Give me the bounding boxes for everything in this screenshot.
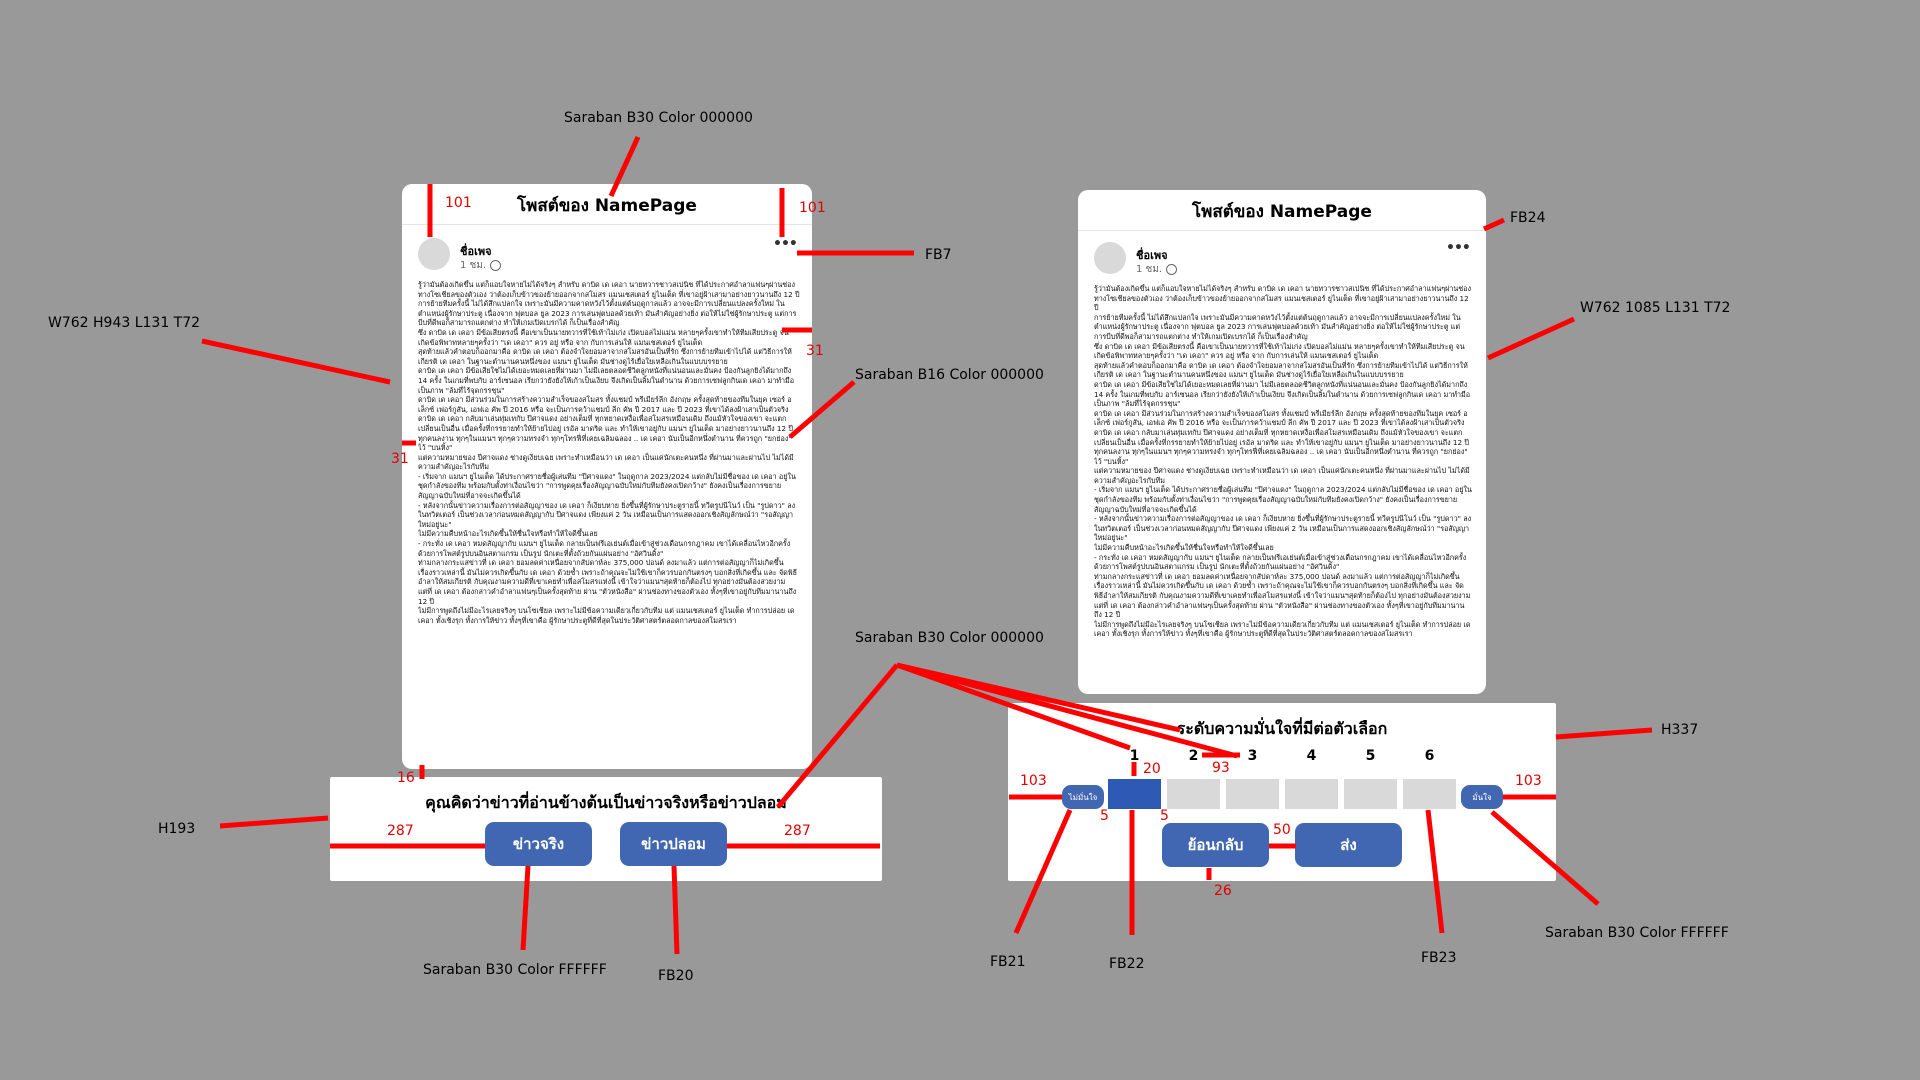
measure-31-right: 31 [806, 343, 824, 359]
annotation-font-body: Saraban B16 Color 000000 [855, 367, 1044, 383]
scale-number-2: 2 [1188, 748, 1199, 764]
post-time: 1 ชม. [460, 258, 502, 273]
annotation-confidence-height: H337 [1661, 722, 1699, 738]
scale-option-1[interactable] [1108, 779, 1161, 809]
line-card-b [1486, 316, 1576, 361]
question-panel: คุณคิดว่าข่าวที่อ่านข้างต้นเป็นข่าวจริงห… [330, 777, 882, 881]
more-options-icon[interactable]: ••• [773, 236, 798, 252]
measure-101-left: 101 [445, 195, 472, 211]
post-body: รู้ว่ามันต้องเกิดขึ้น แต่ก็แอบใจหายไม่ได… [1094, 284, 1472, 639]
scale-option-6[interactable] [1403, 779, 1456, 809]
measure-31-left: 31 [391, 451, 409, 467]
post-card-title: โพสต์ของ NamePage [402, 194, 812, 225]
not-confident-button[interactable]: ไม่มั่นใจ [1062, 785, 1104, 809]
confidence-title: ระดับความมั่นใจที่มีต่อตัวเลือก [1176, 719, 1388, 738]
back-button[interactable]: ย้อนกลับ [1162, 823, 1269, 867]
scale-number-5: 5 [1365, 748, 1376, 764]
annotation-font-scale: Saraban B30 Color 000000 [855, 630, 1044, 646]
annotation-question-height: H193 [158, 821, 196, 837]
post-time-text: 1 ชม. [1136, 264, 1163, 275]
post-card-right: โพสต์ของ NamePage ชื่อเพจ 1 ชม. ••• รู้ว… [1078, 190, 1486, 694]
measure-103-right: 103 [1515, 773, 1542, 789]
annotation-fb22: FB22 [1109, 956, 1145, 972]
annotation-font-buttons: Saraban B30 Color FFFFFF [423, 962, 607, 978]
measure-20: 20 [1143, 761, 1161, 777]
measure-103-left: 103 [1020, 773, 1047, 789]
scale-number-1: 1 [1129, 748, 1140, 764]
scale-option-5[interactable] [1344, 779, 1397, 809]
confident-button[interactable]: มั่นใจ [1461, 785, 1503, 809]
more-options-icon[interactable]: ••• [1446, 240, 1471, 256]
measure-5-left: 5 [1100, 808, 1109, 824]
globe-icon [1166, 263, 1178, 275]
annotation-fb23: FB23 [1421, 950, 1457, 966]
post-body: รู้ว่ามันต้องเกิดขึ้น แต่ก็แอบใจหายไม่ได… [418, 280, 800, 625]
annotation-fb20: FB20 [658, 968, 694, 984]
annotation-fb21: FB21 [990, 954, 1026, 970]
post-time-text: 1 ชม. [460, 260, 487, 271]
annotation-font-title: Saraban B30 Color 000000 [564, 110, 753, 126]
measure-50: 50 [1273, 822, 1291, 838]
post-card-left: โพสต์ของ NamePage ชื่อเพจ 1 ชม. ••• รู้ว… [402, 184, 812, 769]
scale-option-4[interactable] [1285, 779, 1338, 809]
scale-option-2[interactable] [1167, 779, 1220, 809]
measure-101-right: 101 [799, 200, 826, 216]
true-news-button[interactable]: ข่าวจริง [485, 822, 592, 866]
measure-287-right: 287 [784, 823, 811, 839]
measure-287-left: 287 [387, 823, 414, 839]
post-card-title: โพสต์ของ NamePage [1078, 200, 1486, 231]
annotation-fb24: FB24 [1510, 210, 1546, 226]
fake-news-button[interactable]: ข่าวปลอม [620, 822, 727, 866]
globe-icon [490, 259, 502, 271]
measure-16: 16 [397, 770, 415, 786]
question-text: คุณคิดว่าข่าวที่อ่านข้างต้นเป็นข่าวจริงห… [425, 793, 787, 812]
line-h193 [219, 815, 329, 829]
page-name[interactable]: ชื่อเพจ [460, 245, 492, 258]
annotation-card-a-size: W762 H943 L131 T72 [48, 315, 201, 331]
scale-number-4: 4 [1306, 748, 1317, 764]
post-time: 1 ชม. [1136, 262, 1178, 277]
measure-93: 93 [1212, 760, 1230, 776]
send-button[interactable]: ส่ง [1295, 823, 1402, 867]
annotation-fb7: FB7 [925, 247, 952, 263]
measure-5-right: 5 [1160, 808, 1169, 824]
measure-26: 26 [1214, 883, 1232, 899]
annotation-font-scale-buttons: Saraban B30 Color FFFFFF [1545, 925, 1729, 941]
line-fb24 [1482, 217, 1506, 232]
line-card-a [201, 338, 391, 385]
line-h337 [1555, 727, 1653, 740]
avatar [1094, 242, 1126, 274]
page-name[interactable]: ชื่อเพจ [1136, 249, 1168, 262]
avatar [418, 238, 450, 270]
scale-option-3[interactable] [1226, 779, 1279, 809]
scale-number-6: 6 [1424, 748, 1435, 764]
annotation-card-b-size: W762 1085 L131 T72 [1580, 300, 1731, 316]
scale-number-3: 3 [1247, 748, 1258, 764]
